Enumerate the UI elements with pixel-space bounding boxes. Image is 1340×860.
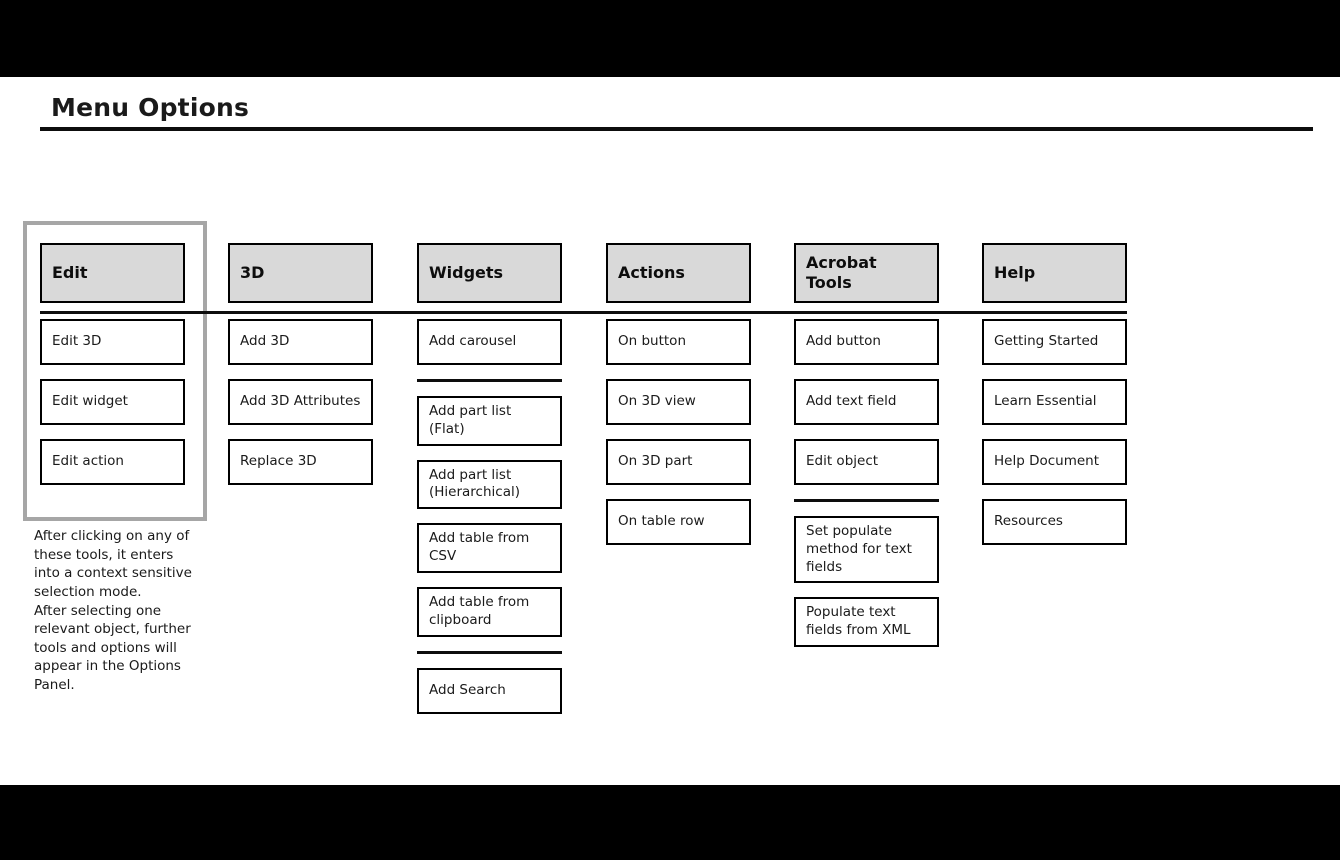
menu-item[interactable]: Add text field bbox=[794, 379, 939, 425]
menu-item[interactable]: Help Document bbox=[982, 439, 1127, 485]
menu-item[interactable]: Add part list (Hierarchical) bbox=[417, 459, 562, 510]
header-divider-rule bbox=[40, 311, 1127, 314]
menu-item[interactable]: Add Search bbox=[417, 667, 562, 714]
column-header-acrobat-tools[interactable]: Acrobat Tools bbox=[794, 243, 939, 303]
group-separator bbox=[794, 499, 939, 502]
menu-item[interactable]: Add table from CSV bbox=[417, 523, 562, 573]
title-underline bbox=[40, 127, 1313, 131]
menu-item[interactable]: Add 3D Attributes bbox=[228, 379, 373, 425]
column-header-3d[interactable]: 3D bbox=[228, 243, 373, 303]
group-separator bbox=[417, 379, 562, 382]
menu-item[interactable]: Add carousel bbox=[417, 319, 562, 365]
menu-column-actions: Actions On button On 3D view On 3D part On t… bbox=[606, 243, 751, 559]
edit-column-highlight-frame bbox=[23, 221, 207, 521]
letterbox-bar-top bbox=[0, 0, 1340, 77]
menu-item[interactable]: Add table from clipboard bbox=[417, 586, 562, 637]
menu-item[interactable]: Add button bbox=[794, 319, 939, 365]
menu-item[interactable]: Replace 3D bbox=[228, 439, 373, 485]
caption-paragraph: After selecting one relevant object, fur… bbox=[34, 602, 191, 694]
menu-item[interactable]: Edit widget bbox=[40, 379, 185, 425]
menu-item[interactable]: On button bbox=[606, 319, 751, 365]
letterbox-bar-bottom bbox=[0, 785, 1340, 860]
menu-item[interactable]: Edit 3D bbox=[40, 319, 185, 365]
menu-item[interactable]: On 3D view bbox=[606, 379, 751, 425]
menu-item[interactable]: Set populate method for text fields bbox=[794, 516, 939, 584]
column-items-actions: On button On 3D view On 3D part On table ro… bbox=[606, 319, 751, 545]
menu-item[interactable]: Edit object bbox=[794, 439, 939, 485]
edit-column-caption: After clicking on any of these tools, it… bbox=[34, 527, 194, 695]
menu-item[interactable]: Getting Started bbox=[982, 319, 1127, 365]
column-header-widgets[interactable]: Widgets bbox=[417, 243, 562, 303]
menu-item[interactable]: Add part list (Flat) bbox=[417, 396, 562, 446]
group-separator bbox=[417, 650, 562, 654]
menu-item[interactable]: Add 3D bbox=[228, 319, 373, 365]
column-header-help[interactable]: Help bbox=[982, 243, 1127, 303]
menu-item[interactable]: Learn Essential bbox=[982, 379, 1127, 425]
menu-item[interactable]: On table row bbox=[606, 499, 751, 545]
caption-paragraph: After clicking on any of these tools, it… bbox=[34, 528, 192, 600]
menu-item[interactable]: On 3D part bbox=[606, 439, 751, 485]
page-title: Menu Options bbox=[51, 93, 250, 122]
menu-item[interactable]: Resources bbox=[982, 499, 1127, 545]
menu-item[interactable]: Populate text fields from XML bbox=[794, 597, 939, 648]
column-header-actions[interactable]: Actions bbox=[606, 243, 751, 303]
menu-item[interactable]: Edit action bbox=[40, 439, 185, 485]
column-header-edit[interactable]: Edit bbox=[40, 243, 185, 303]
